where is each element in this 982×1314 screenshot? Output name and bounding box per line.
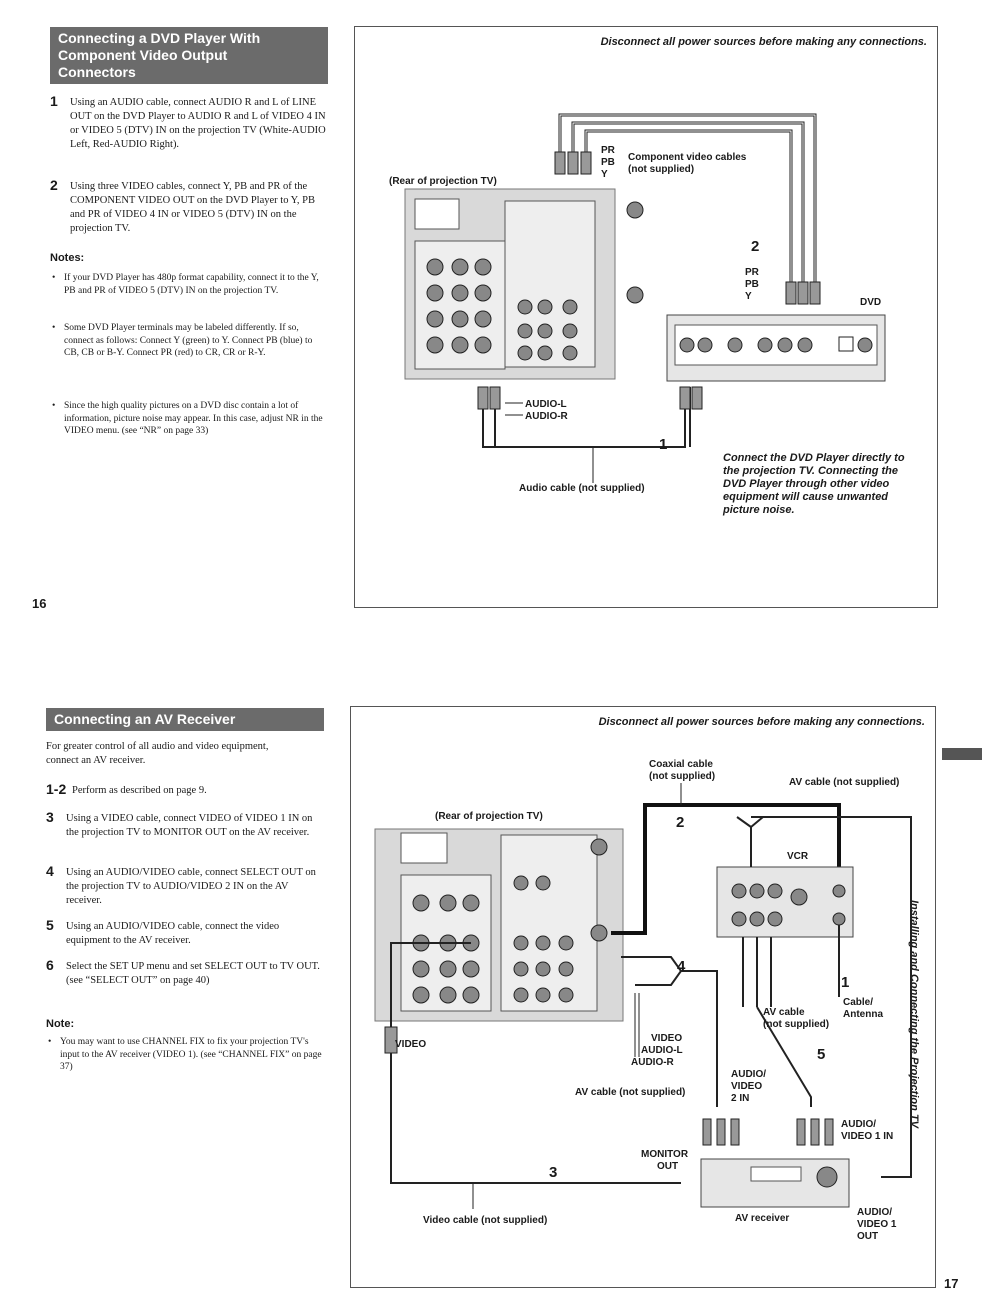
warning-text: Disconnect all power sources before maki…	[599, 716, 925, 728]
svg-text:MONITOR: MONITOR	[641, 1149, 689, 1160]
page-number: 16	[32, 596, 47, 611]
svg-text:VIDEO 1 IN: VIDEO 1 IN	[841, 1131, 893, 1142]
svg-text:Y: Y	[745, 291, 752, 302]
svg-text:VCR: VCR	[787, 851, 809, 862]
svg-text:VIDEO: VIDEO	[731, 1081, 762, 1092]
svg-text:AUDIO-L: AUDIO-L	[525, 399, 567, 410]
note-title: Note:	[46, 1018, 75, 1030]
svg-text:VIDEO: VIDEO	[651, 1033, 682, 1044]
av-diagram-svg: Disconnect all power sources before maki…	[374, 716, 925, 1242]
step-1: 1 Using an AUDIO cable, connect AUDIO R …	[50, 93, 326, 150]
svg-text:AV cable: AV cable	[763, 1007, 805, 1018]
svg-text:1: 1	[659, 436, 667, 453]
vcr	[716, 866, 854, 938]
svg-text:2: 2	[751, 238, 759, 255]
svg-text:OUT: OUT	[857, 1231, 878, 1242]
svg-text:(not supplied): (not supplied)	[649, 771, 715, 782]
svg-text:Video cable (not supplied): Video cable (not supplied)	[423, 1215, 547, 1226]
svg-text:(Rear of projection TV): (Rear of projection TV)	[435, 811, 543, 822]
svg-text:the projection TV. Connecting: the projection TV. Connecting the	[723, 465, 898, 477]
intro-text: For greater control of all audio and vid…	[46, 741, 269, 766]
section-heading-dvd: Connecting a DVD Player With Component V…	[50, 27, 328, 84]
svg-text:PR: PR	[745, 267, 760, 278]
svg-text:AUDIO/: AUDIO/	[841, 1119, 876, 1130]
svg-text:DVD Player through other video: DVD Player through other video	[723, 478, 890, 490]
page-number: 17	[944, 1276, 959, 1291]
section-heading-av-receiver: Connecting an AV Receiver	[46, 708, 324, 731]
note-item: • Since the high quality pictures on a D…	[52, 401, 323, 436]
svg-text:AV receiver: AV receiver	[735, 1213, 789, 1224]
av-receiver-diagram: Disconnect all power sources before maki…	[350, 706, 936, 1288]
svg-text:2: 2	[676, 814, 684, 831]
svg-text:AV cable (not supplied): AV cable (not supplied)	[789, 777, 899, 788]
step-6: 6 Select the SET UP menu and set SELECT …	[46, 957, 320, 986]
svg-text:(not supplied): (not supplied)	[628, 164, 694, 175]
svg-text:2 IN: 2 IN	[731, 1093, 749, 1104]
svg-text:Antenna: Antenna	[843, 1009, 883, 1020]
step-5: 5 Using an AUDIO/VIDEO cable, connect th…	[46, 917, 280, 946]
svg-text:DVD: DVD	[860, 297, 881, 308]
svg-text:AUDIO-L: AUDIO-L	[641, 1045, 683, 1056]
svg-text:VIDEO 1: VIDEO 1	[857, 1219, 897, 1230]
section-tab	[942, 748, 982, 760]
svg-text:AUDIO-R: AUDIO-R	[525, 411, 569, 422]
step-1-2: 1-2 Perform as described on page 9.	[46, 781, 207, 797]
svg-text:equipment will cause unwanted: equipment will cause unwanted	[723, 491, 888, 503]
svg-text:AV cable (not supplied): AV cable (not supplied)	[575, 1087, 685, 1098]
warning-text: Disconnect all power sources before maki…	[601, 36, 927, 48]
svg-text:4: 4	[677, 958, 686, 975]
svg-text:5: 5	[817, 1046, 825, 1063]
svg-text:AUDIO/: AUDIO/	[731, 1069, 766, 1080]
step-2: 2 Using three VIDEO cables, connect Y, P…	[50, 177, 316, 234]
svg-text:Y: Y	[601, 169, 608, 180]
svg-text:Connect the DVD Player directl: Connect the DVD Player directly to	[723, 452, 905, 464]
svg-text:picture noise.: picture noise.	[722, 504, 795, 516]
svg-text:Component video cables: Component video cables	[628, 152, 747, 163]
dvd-connection-diagram: Disconnect all power sources before maki…	[354, 26, 938, 608]
note-item: • You may want to use CHANNEL FIX to fix…	[48, 1037, 322, 1072]
svg-text:Coaxial cable: Coaxial cable	[649, 759, 713, 770]
notes-title: Notes:	[50, 252, 85, 264]
svg-text:AUDIO/: AUDIO/	[857, 1207, 892, 1218]
svg-text:PB: PB	[601, 157, 615, 168]
svg-text:AUDIO-R: AUDIO-R	[631, 1057, 675, 1068]
note-item: • Some DVD Player terminals may be label…	[52, 323, 313, 358]
svg-text:Audio cable (not supplied): Audio cable (not supplied)	[519, 483, 645, 494]
note-item: • If your DVD Player has 480p format cap…	[52, 273, 319, 296]
svg-text:1: 1	[841, 974, 849, 991]
step-4: 4 Using an AUDIO/VIDEO cable, connect SE…	[46, 863, 316, 906]
svg-text:OUT: OUT	[657, 1161, 678, 1172]
dvd-diagram-svg: Disconnect all power sources before maki…	[389, 36, 927, 516]
svg-text:PB: PB	[745, 279, 759, 290]
svg-text:VIDEO: VIDEO	[395, 1039, 426, 1050]
svg-text:(not supplied): (not supplied)	[763, 1019, 829, 1030]
svg-text:Cable/: Cable/	[843, 997, 873, 1008]
step-3: 3 Using a VIDEO cable, connect VIDEO of …	[46, 809, 313, 838]
svg-text:PR: PR	[601, 145, 616, 156]
rear-label: (Rear of projection TV)	[389, 176, 497, 187]
svg-text:3: 3	[549, 1164, 557, 1181]
